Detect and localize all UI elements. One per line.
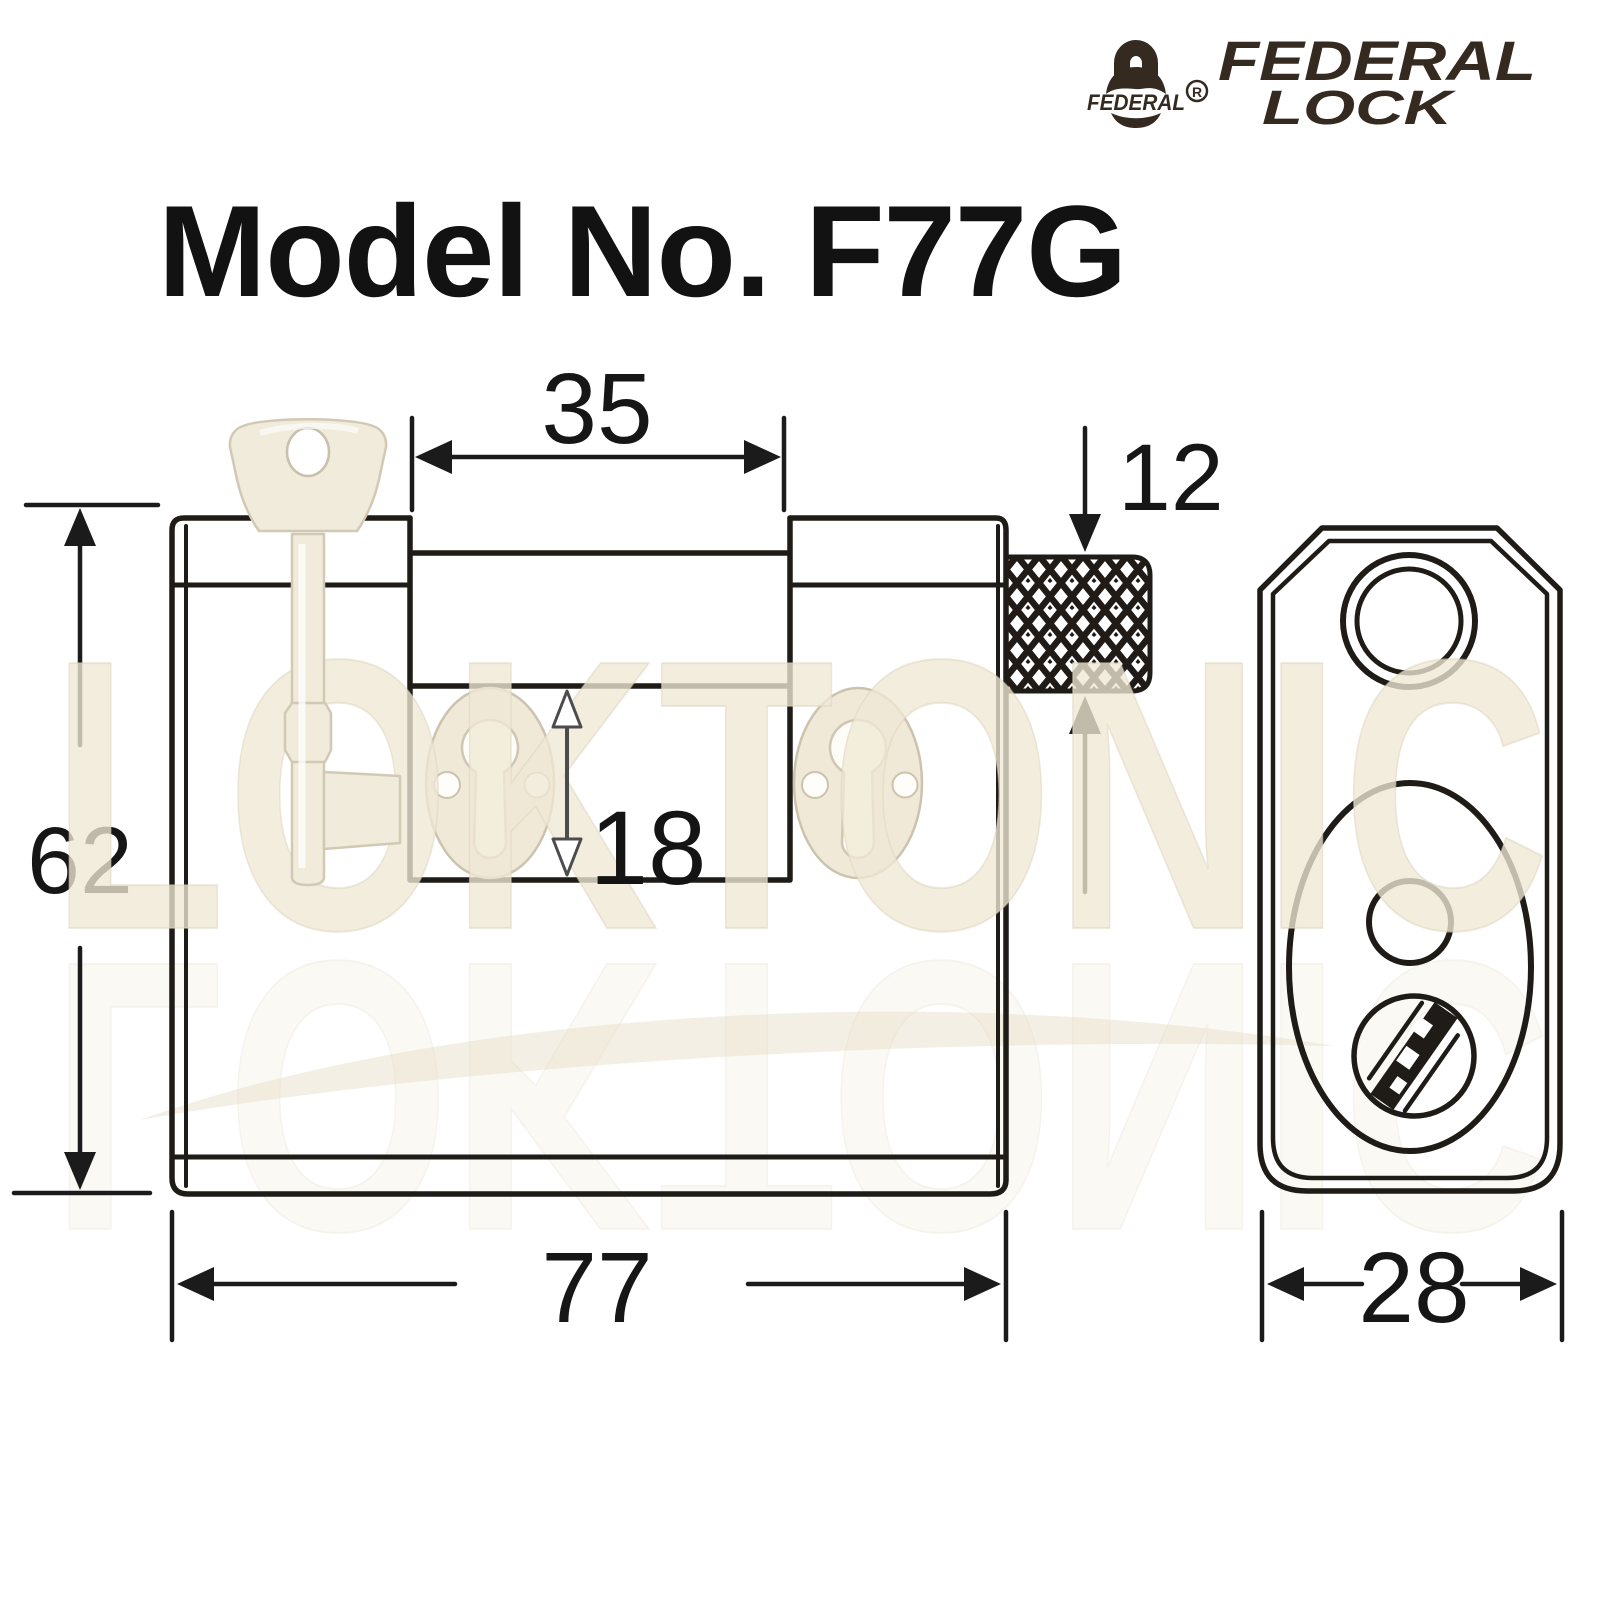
front-view [169,515,1153,1197]
dimension-lines [11,415,1565,1343]
dim-12 [1069,425,1101,895]
escutcheon-plates [424,686,924,880]
dim-label-shackle-diameter: 18 [590,790,707,907]
registered-trademark-letter: R [1192,84,1202,100]
watermark-swoosh [140,1011,1335,1120]
page-title: Model No. F77G [158,178,1126,324]
knurled-knob [1003,554,1153,694]
brand-name-secondary: LOCK [1262,82,1457,135]
dim-28 [1259,1209,1565,1343]
dim-label-body-height: 62 [27,808,133,914]
dim-77 [169,1209,1009,1343]
watermark-reflection: LOKTONIC [49,881,1551,1314]
watermark-text: LOKTONIC [50,579,1550,1010]
euro-keyhole-icon [460,718,520,860]
padlock-body-outline [169,515,1009,1197]
dim-label-body-depth: 28 [1358,1232,1469,1344]
dim-label-body-width: 77 [541,1232,652,1344]
key-bit [322,770,402,851]
side-view [1257,525,1563,1194]
key-bow-highlight [259,422,359,436]
shackle-recess [407,515,793,883]
screw-hole-icon [523,771,551,799]
watermark-reflection-text: LOKTONIC [50,882,1550,1313]
padlock-logo-icon [1106,40,1166,128]
screw-hole-icon [801,771,829,799]
escutcheon-right [792,686,924,880]
brand-logo: FEDERAL R FEDERAL LOCK [1087,29,1536,135]
keyway-disc [1351,993,1477,1119]
dim-62 [11,502,161,1196]
logo-mark-caption: FEDERAL [1087,90,1185,115]
pin-hole [1366,878,1454,966]
keyway-profile-icon [1366,1000,1460,1113]
shackle-hole-inner [1354,566,1464,676]
key-collar [283,701,333,764]
side-body-inner-outline [1270,538,1550,1181]
registered-trademark-icon [1185,79,1209,103]
dim-label-knob-width: 12 [1118,425,1224,531]
side-body-outline [1257,525,1563,1194]
dim-label-shackle-width: 35 [541,353,652,465]
escutcheon-left [424,686,556,880]
dim-18: 18 [551,689,707,907]
cylinder-housing-oval [1286,780,1534,1154]
dim-35 [409,415,787,513]
shackle-hole-outer [1340,552,1478,690]
brand-name-primary: FEDERAL [1218,29,1536,92]
key-graphic [228,418,402,887]
euro-keyhole-icon [828,718,888,860]
screw-hole-icon [433,771,461,799]
screw-hole-icon [891,771,919,799]
key-bow-hole [285,426,331,478]
